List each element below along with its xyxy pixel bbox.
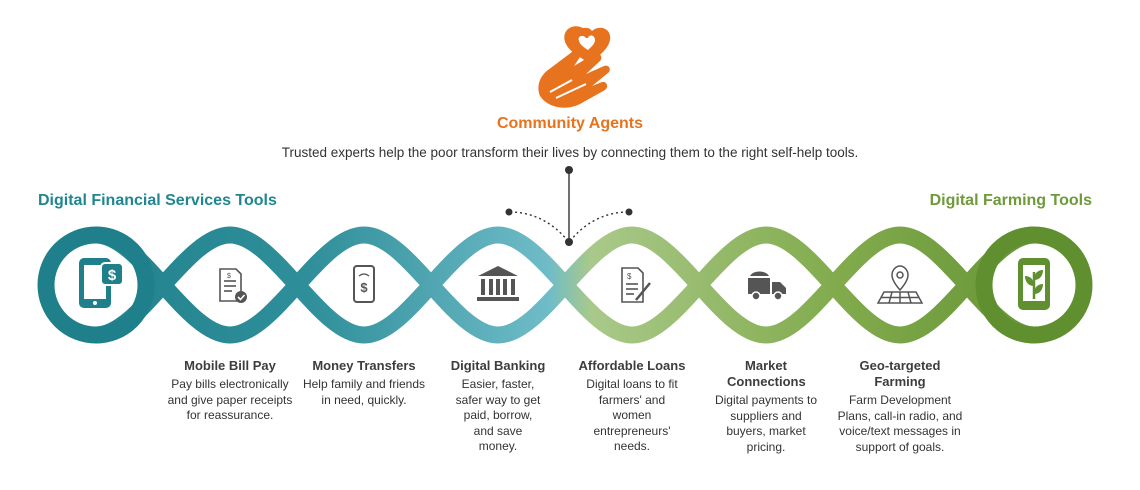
receipt-check-icon: $ xyxy=(219,268,247,303)
tool-title: Market Connections xyxy=(727,358,806,389)
mobile-money-icon: $ xyxy=(79,258,124,308)
svg-text:$: $ xyxy=(360,280,368,295)
tool-title: Money Transfers xyxy=(312,358,416,373)
mobile-plant-icon xyxy=(1018,258,1050,310)
tool-description: Digital loans to fit farmers' and women … xyxy=(586,377,678,453)
community-agents-title: Community Agents xyxy=(496,115,644,132)
tool-description: Easier, faster, safer way to get paid, b… xyxy=(455,377,541,453)
svg-text:$: $ xyxy=(108,267,117,284)
helix-end-left xyxy=(37,226,155,344)
tool-geo-targeted-farming: Geo-targeted Farming Farm Development Pl… xyxy=(835,358,965,455)
tool-market-connections: Market Connections Digital payments to s… xyxy=(711,358,821,455)
bank-icon xyxy=(477,266,519,301)
loan-document-icon: $ xyxy=(621,267,651,303)
truck-icon xyxy=(748,271,786,301)
svg-text:$: $ xyxy=(227,273,231,280)
helix-end-right xyxy=(975,226,1093,344)
tool-title: Digital Banking xyxy=(450,358,546,373)
map-pin-icon xyxy=(876,265,924,304)
hand-heart-icon xyxy=(538,26,611,108)
connector-lines xyxy=(505,166,633,246)
community-agents-description: Trusted experts help the poor transform … xyxy=(281,145,859,160)
tool-affordable-loans: Affordable Loans Digital loans to fit fa… xyxy=(567,358,697,455)
helix-strands xyxy=(37,226,1093,344)
tool-digital-banking: Digital Banking Easier, faster, safer wa… xyxy=(433,358,563,455)
tool-title: Affordable Loans xyxy=(578,358,686,373)
tool-title: Mobile Bill Pay xyxy=(184,358,276,373)
group-title-financial: Digital Financial Services Tools xyxy=(38,192,277,209)
phone-dollar-icon: $ xyxy=(353,265,375,303)
helix-strand-b xyxy=(94,226,1036,344)
tool-description: Digital payments to suppliers and buyers… xyxy=(714,393,818,454)
tool-description: Pay bills electronically and give paper … xyxy=(167,377,293,422)
tool-description: Farm Development Plans, call-in radio, a… xyxy=(837,393,963,454)
group-title-farming: Digital Farming Tools xyxy=(929,192,1092,209)
tool-money-transfers: Money Transfers Help family and friends … xyxy=(299,358,429,408)
svg-text:$: $ xyxy=(627,272,632,281)
tool-description: Help family and friends in need, quickly… xyxy=(302,377,426,407)
tool-title: Geo-targeted Farming xyxy=(859,358,941,389)
tool-mobile-bill-pay: Mobile Bill Pay Pay bills electronically… xyxy=(165,358,295,424)
